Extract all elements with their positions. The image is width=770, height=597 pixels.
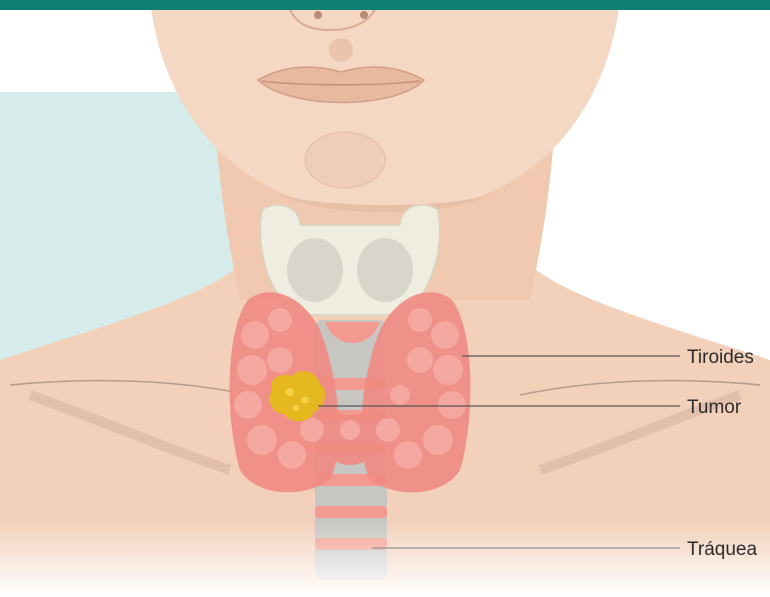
- chin-dimple: [305, 132, 385, 188]
- tumor-label: Tumor: [687, 398, 741, 417]
- cartilage-shadow-right: [357, 238, 413, 302]
- trachea-label: Tráquea: [687, 540, 757, 559]
- top-band: [0, 0, 770, 10]
- philtrum: [329, 38, 353, 62]
- thyroid-label: Tiroides: [687, 348, 754, 367]
- nostril-left: [314, 11, 322, 19]
- nostril-right: [360, 11, 368, 19]
- bottom-fade: [0, 520, 770, 597]
- cartilage-shadow-left: [287, 238, 343, 302]
